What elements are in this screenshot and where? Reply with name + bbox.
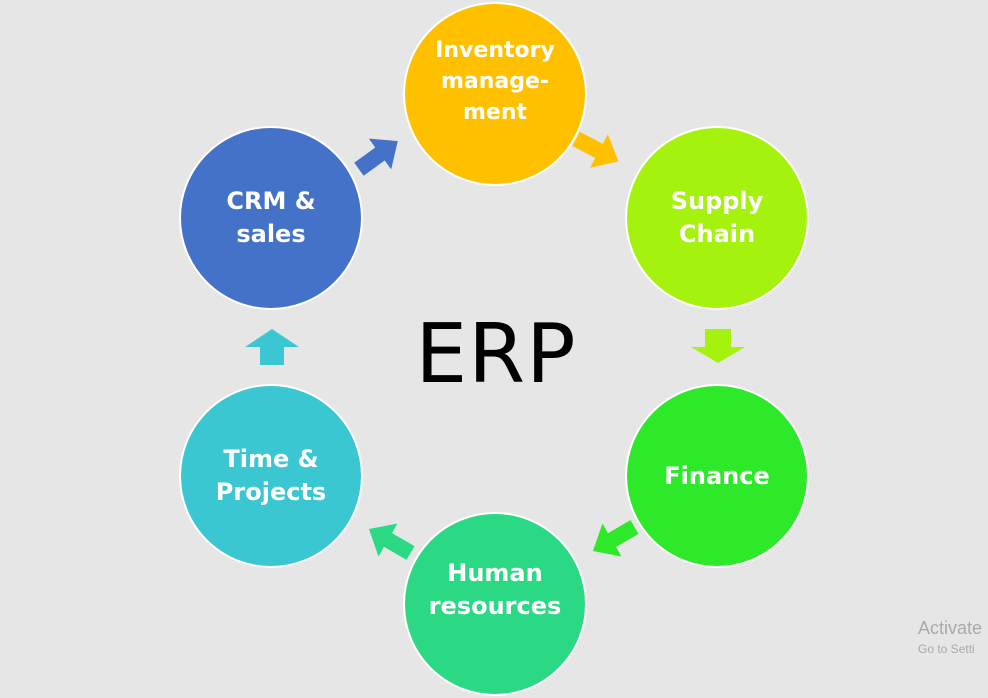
arrow-inventory-to-supply bbox=[572, 131, 619, 168]
center-label: ERP bbox=[415, 307, 577, 402]
time-projects-node: Time & Projects bbox=[179, 384, 363, 568]
inventory-management-node: Inventory manage- ment bbox=[403, 2, 587, 186]
arrow-finance-to-human bbox=[592, 520, 639, 557]
arrow-time-to-crm bbox=[245, 329, 299, 365]
watermark-title: Activate bbox=[918, 618, 983, 638]
arrow-human-to-time bbox=[368, 523, 415, 560]
watermark-subtitle: Go to Setti bbox=[918, 642, 975, 656]
crm-sales-node: CRM & sales bbox=[179, 126, 363, 310]
arrow-supply-to-finance bbox=[691, 329, 745, 363]
supply-chain-node: Supply Chain bbox=[625, 126, 809, 310]
human-resources-node: Human resources bbox=[403, 512, 587, 696]
activation-watermark: Activate Go to Setti bbox=[918, 616, 988, 658]
arrow-crm-to-inventory bbox=[354, 138, 398, 176]
finance-node: Finance bbox=[625, 384, 809, 568]
